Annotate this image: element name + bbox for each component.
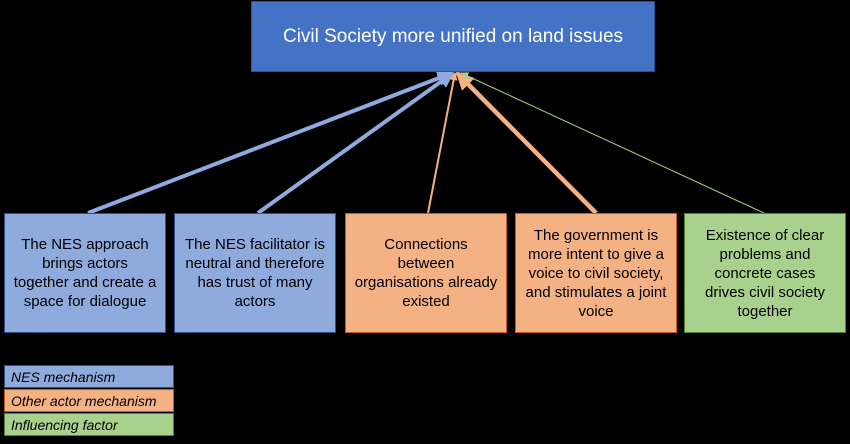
factor-nes-approach: The NES approach brings actors together … <box>4 213 166 333</box>
factor-text: The government is more intent to give a … <box>525 226 667 320</box>
factor-text: Connections between organisations alread… <box>354 236 498 310</box>
goal-text: Civil Society more unified on land issue… <box>282 26 624 47</box>
legend-nes-mechanism: NES mechanism <box>4 365 174 388</box>
arrow-clear-problems <box>460 72 765 214</box>
factor-text: The NES approach brings actors together … <box>13 236 157 310</box>
factor-text: The NES facilitator is neutral and there… <box>184 236 326 310</box>
arrow-nes-approach <box>87 70 454 215</box>
arrow-government <box>455 71 598 215</box>
factor-government: The government is more intent to give a … <box>515 213 677 333</box>
legend-label: Other actor mechanism <box>11 393 157 409</box>
legend-other-actor-mechanism: Other actor mechanism <box>4 389 174 412</box>
factor-nes-facilitator: The NES facilitator is neutral and there… <box>174 213 336 333</box>
legend-label: Influencing factor <box>11 417 118 433</box>
factor-connections: Connections between organisations alread… <box>345 213 507 333</box>
legend-label: NES mechanism <box>11 369 116 385</box>
arrow-nes-facilitator <box>256 71 455 215</box>
factor-text: Existence of clear problems and concrete… <box>704 226 826 320</box>
legend-influencing-factor: Influencing factor <box>4 413 174 436</box>
factor-clear-problems: Existence of clear problems and concrete… <box>684 213 846 333</box>
goal-box: Civil Society more unified on land issue… <box>251 1 655 72</box>
arrow-connections <box>427 72 458 214</box>
